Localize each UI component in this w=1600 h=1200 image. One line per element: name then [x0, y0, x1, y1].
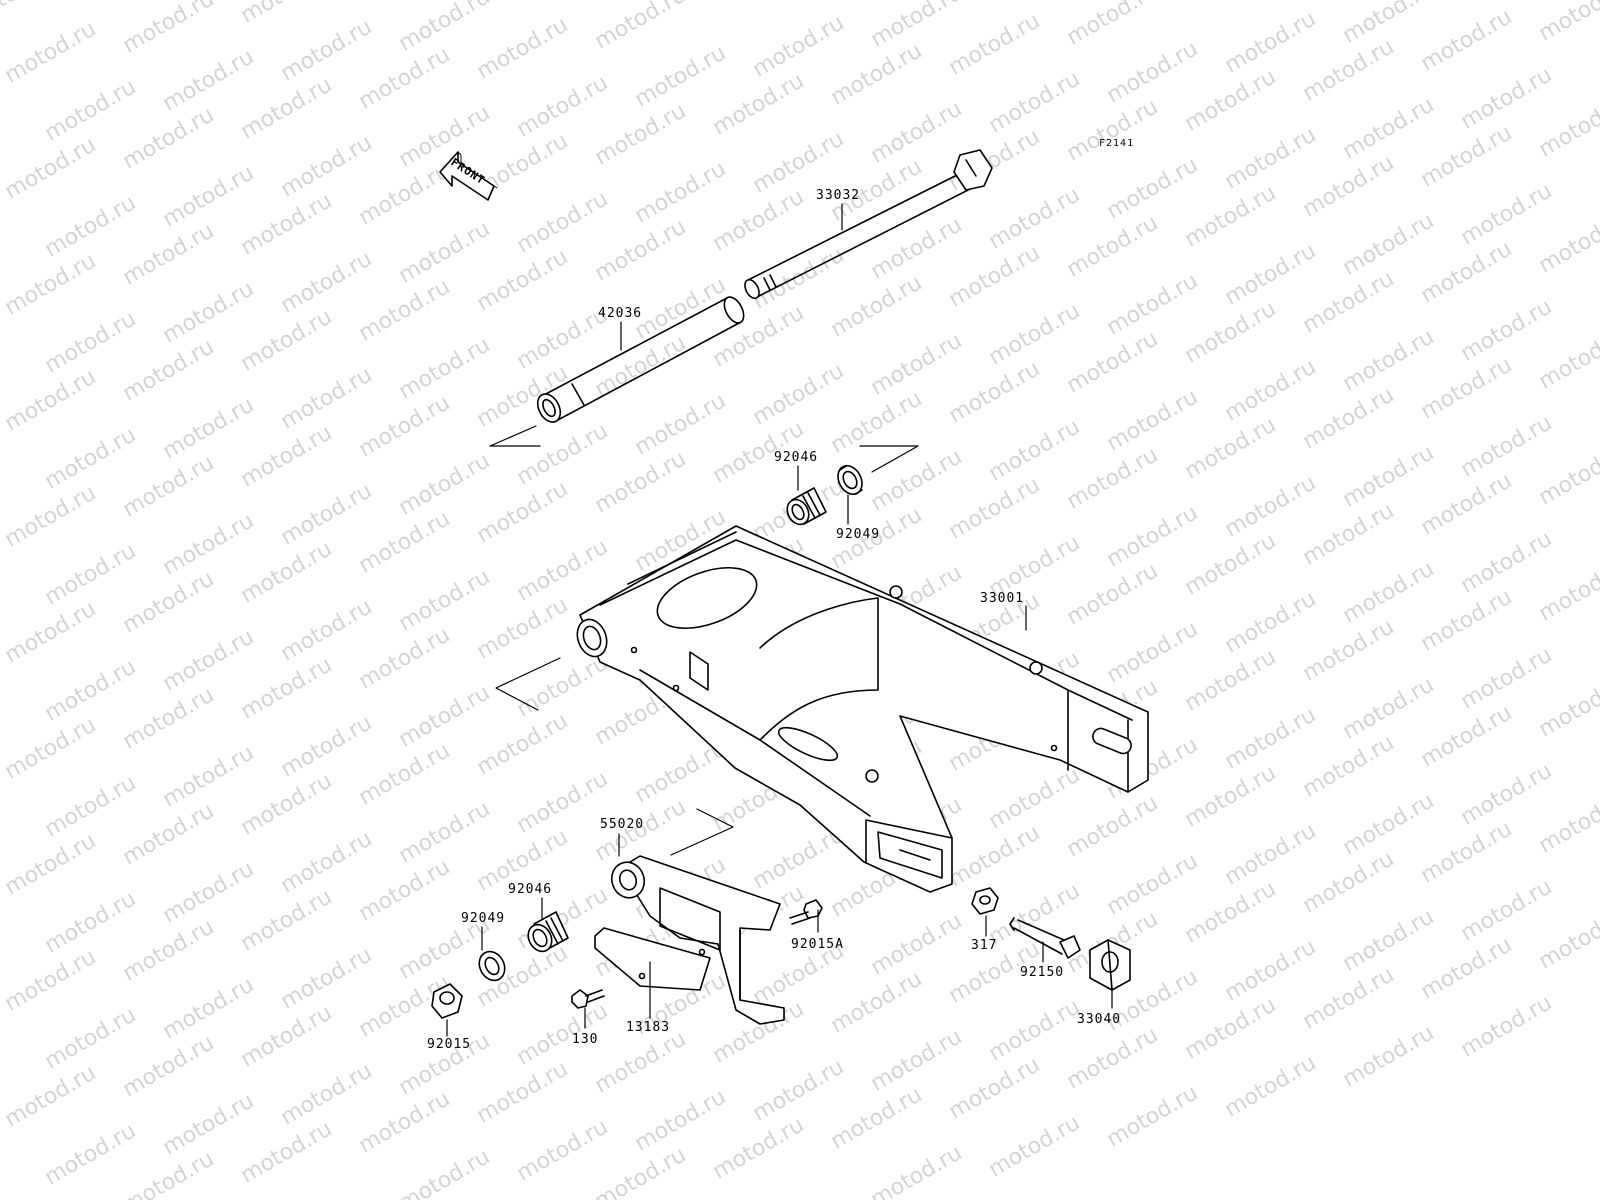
bolt-92015A	[789, 899, 823, 925]
part-label-92049-bottom: 92049	[461, 911, 506, 926]
chain-guard	[610, 855, 785, 1025]
nut-92015	[431, 983, 463, 1019]
part-label-317: 317	[971, 938, 998, 953]
chain-adjuster	[1089, 939, 1131, 991]
part-label-92049-top: 92049	[836, 527, 881, 542]
part-label-33032: 33032	[816, 188, 861, 203]
reference-lines	[489, 425, 919, 856]
pivot-shaft	[744, 149, 993, 300]
figure-code: F2141	[1099, 138, 1135, 149]
part-label-130: 130	[572, 1032, 599, 1047]
plate	[594, 927, 711, 991]
leader-lines	[446, 203, 1113, 1037]
bolt-130	[571, 989, 605, 1009]
collar	[536, 296, 745, 423]
needle-bearing-top	[786, 487, 827, 526]
part-label-55020: 55020	[600, 817, 645, 832]
part-label-42036: 42036	[598, 306, 643, 321]
nut-317	[971, 887, 999, 915]
oil-seal-bottom	[478, 950, 506, 982]
part-label-92150: 92150	[1020, 965, 1065, 980]
swingarm	[576, 525, 1149, 893]
part-label-33001: 33001	[980, 591, 1025, 606]
bolt-92150	[1009, 917, 1081, 959]
oil-seal-top	[837, 464, 863, 496]
part-label-92015: 92015	[427, 1037, 472, 1052]
part-label-92046-bottom: 92046	[508, 882, 553, 897]
front-arrow-icon	[439, 151, 498, 201]
needle-bearing-bottom	[527, 911, 569, 953]
part-label-92015A: 92015A	[791, 937, 844, 952]
part-label-13183: 13183	[626, 1020, 671, 1035]
part-label-33040: 33040	[1077, 1012, 1122, 1027]
part-label-92046-top: 92046	[774, 450, 819, 465]
